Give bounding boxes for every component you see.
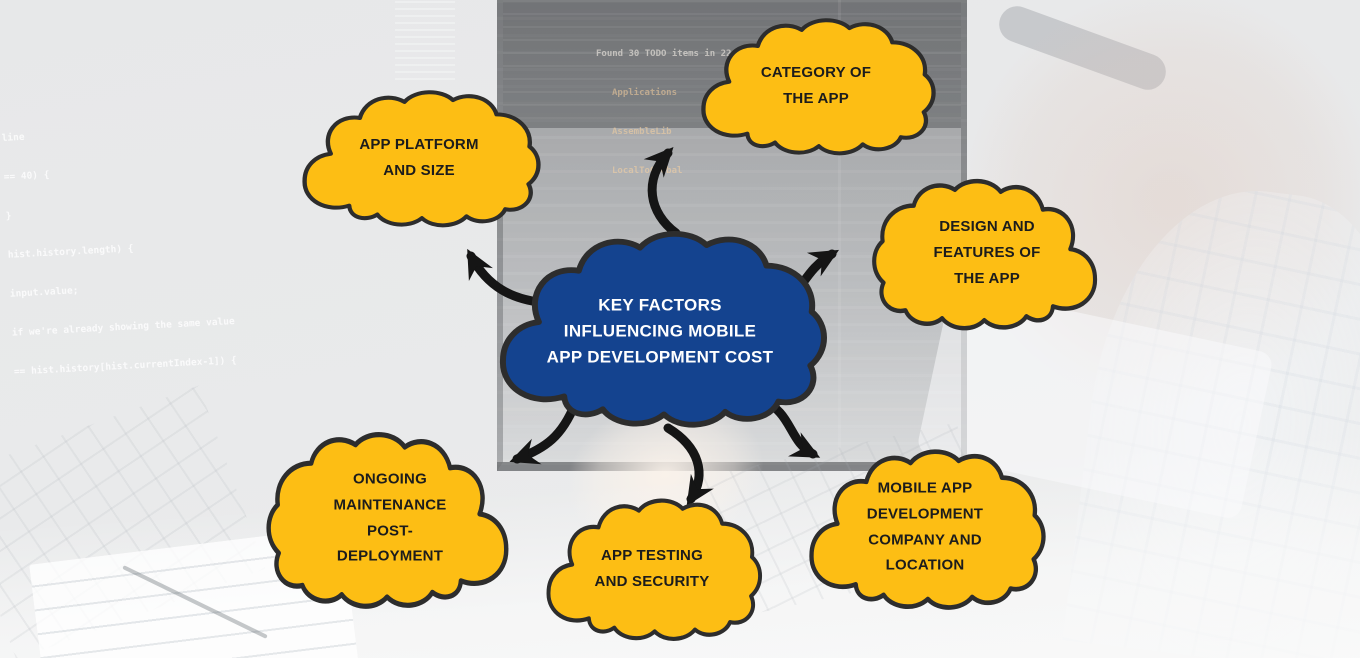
- background-monitor-arm: [994, 1, 1171, 95]
- factor-label: APP TESTING AND SECURITY: [594, 547, 710, 590]
- code-line: hist.history.length) {: [7, 243, 134, 261]
- background-pen: [122, 565, 268, 639]
- factor-cloud-category-of-the-app: CATEGORY OF THE APP: [692, 12, 940, 164]
- background-code-strip: [395, 0, 455, 80]
- factor-cloud-app-platform-and-size: APP PLATFORM AND SIZE: [293, 84, 545, 236]
- code-line: == 40) {: [3, 169, 50, 183]
- factor-cloud-design-and-features: DESIGN AND FEATURES OF THE APP: [868, 172, 1106, 340]
- background-person-shirt: [1062, 173, 1360, 658]
- code-line: }: [5, 210, 12, 222]
- code-line: if we're already showing the same value: [11, 316, 235, 339]
- factor-label: APP PLATFORM AND SIZE: [359, 136, 479, 179]
- arrow-to-category-of-the-app: [643, 147, 681, 238]
- factor-label: MOBILE APP DEVELOPMENT COMPANY AND LOCAT…: [866, 479, 984, 574]
- code-line: line: [1, 131, 25, 144]
- central-topic-label: KEY FACTORS INFLUENCING MOBILE APP DEVEL…: [546, 295, 774, 366]
- background-keyboard-left: [0, 385, 266, 658]
- code-line: == hist.history[hist.currentIndex-1]) {: [13, 354, 237, 378]
- todo-item: LocalToGlobal: [612, 166, 683, 176]
- central-topic-cloud: KEY FACTORS INFLUENCING MOBILE APP DEVEL…: [487, 222, 833, 440]
- factor-label: DESIGN AND FEATURES OF THE APP: [933, 218, 1041, 287]
- factor-cloud-ongoing-maintenance: ONGOING MAINTENANCE POST-DEPLOYMENT: [262, 424, 518, 620]
- factor-cloud-app-testing-security: APP TESTING AND SECURITY: [538, 492, 766, 650]
- factor-label: ONGOING MAINTENANCE POST-DEPLOYMENT: [333, 470, 447, 565]
- factor-cloud-development-company-location: MOBILE APP DEVELOPMENT COMPANY AND LOCAT…: [800, 442, 1050, 620]
- background-code-editor-text: line == 40) { } hist.history.length) { i…: [0, 94, 238, 404]
- code-line: input.value;: [9, 285, 79, 300]
- factor-label: CATEGORY OF THE APP: [760, 64, 872, 107]
